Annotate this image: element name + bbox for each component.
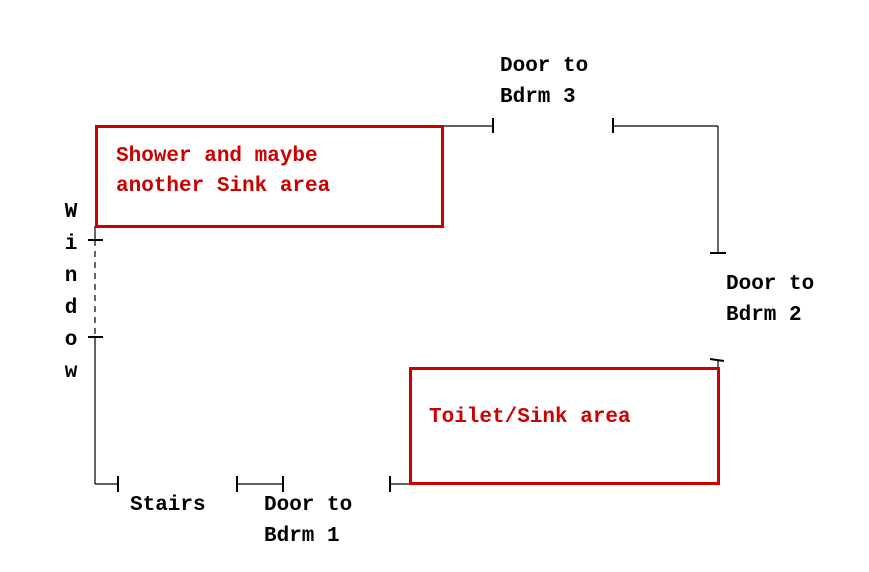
shower-area-box [95,125,444,228]
door-bdrm3-label: Door to Bdrm 3 [500,55,589,109]
door-bdrm2-label: Door to Bdrm 2 [726,273,815,327]
toilet-sink-area-label: Toilet/Sink area [429,406,631,429]
window-label: W i n d o w [64,201,78,384]
toilet-sink-area-box [409,367,720,485]
stairs-label: Stairs [130,494,206,517]
shower-area-label: Shower and maybe another Sink area [116,145,331,198]
door-bdrm1-label: Door to Bdrm 1 [264,494,353,548]
door-bdrm2-bottom-jamb [709,358,725,362]
